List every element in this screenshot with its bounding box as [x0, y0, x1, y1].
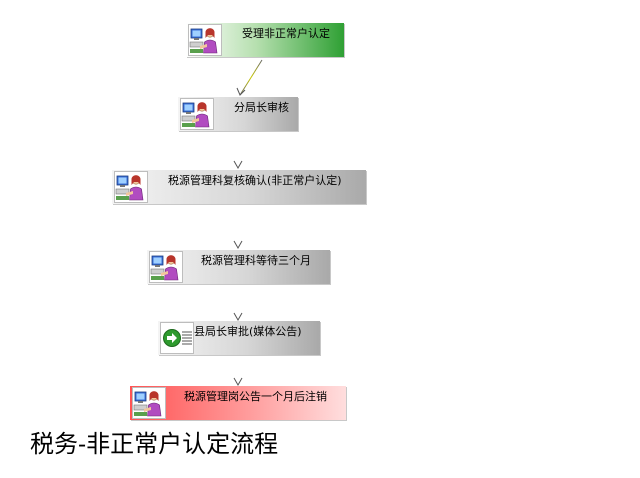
clerk-computer-icon	[132, 387, 166, 419]
step-label: 税源管理科等待三个月	[201, 254, 311, 267]
step-cancel-after-announcement[interactable]: 税源管理岗公告一个月后注销	[130, 386, 346, 420]
clerk-computer-icon	[114, 171, 148, 203]
connector-4	[233, 285, 243, 322]
connector-2	[233, 131, 243, 170]
connector-5	[233, 354, 243, 387]
clerk-computer-icon	[149, 251, 183, 283]
connector-3	[233, 204, 243, 250]
step-branch-chief-review[interactable]: 分局长审核	[178, 97, 298, 131]
flow-title: 税务-非正常户认定流程	[30, 430, 279, 458]
step-wait-three-months[interactable]: 税源管理科等待三个月	[147, 250, 330, 284]
green-arrow-icon	[160, 322, 194, 354]
clerk-computer-icon	[180, 98, 214, 130]
step-label: 县局长审批(媒体公告)	[194, 325, 302, 338]
step-tax-source-recheck[interactable]: 税源管理科复核确认(非正常户认定)	[112, 170, 366, 204]
step-label: 税源管理科复核确认(非正常户认定)	[168, 174, 342, 187]
step-label: 分局长审核	[234, 101, 289, 114]
connector-1	[236, 59, 263, 96]
step-label: 受理非正常户认定	[242, 27, 330, 40]
clerk-computer-icon	[188, 24, 222, 56]
step-accept-abnormal-household[interactable]: 受理非正常户认定	[186, 23, 344, 57]
step-county-chief-approval[interactable]: 县局长审批(媒体公告)	[158, 321, 320, 355]
step-label: 税源管理岗公告一个月后注销	[184, 390, 327, 403]
